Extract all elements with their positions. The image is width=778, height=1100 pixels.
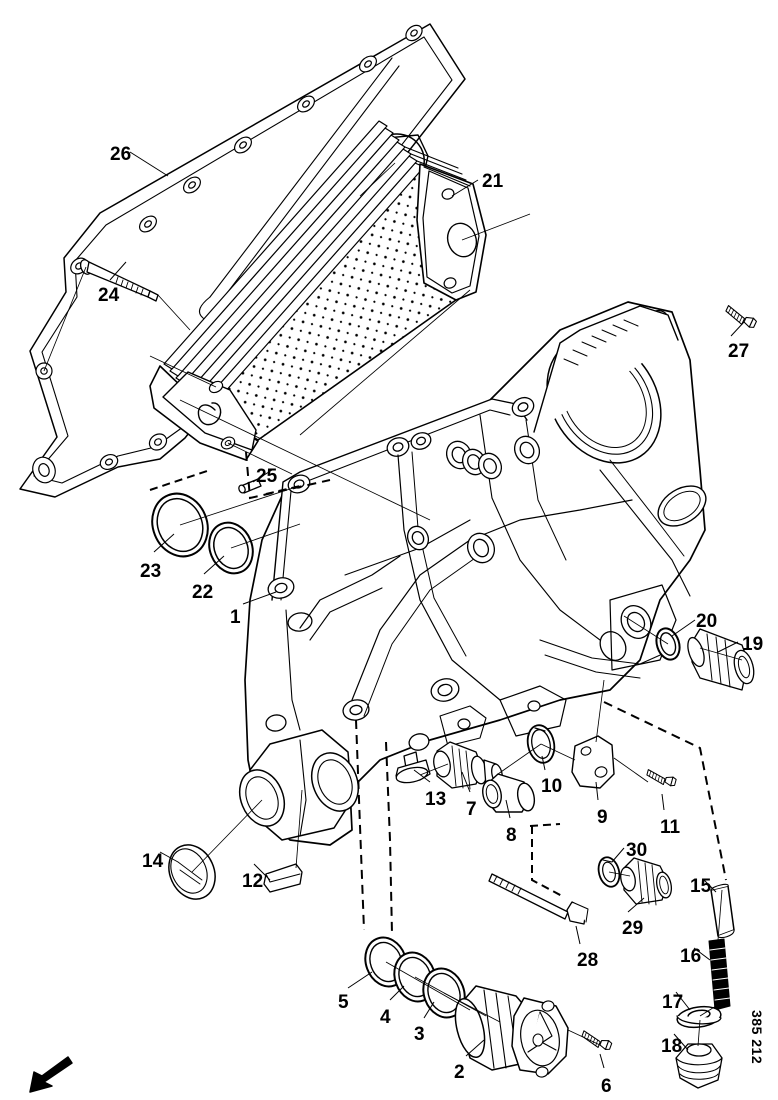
- leader-lines: [109, 151, 745, 1069]
- callout-30: 30: [626, 840, 648, 861]
- callout-16: 16: [680, 946, 702, 967]
- callout-3: 3: [414, 1024, 425, 1045]
- callout-26: 26: [110, 144, 132, 165]
- part-25-dowel-pin: [238, 478, 262, 494]
- callout-10: 10: [541, 776, 563, 797]
- callout-24: 24: [98, 285, 120, 306]
- callout-9: 9: [597, 807, 608, 828]
- callout-20: 20: [696, 611, 718, 632]
- callout-19: 19: [742, 634, 764, 655]
- callout-25: 25: [256, 466, 278, 487]
- callout-13: 13: [425, 789, 447, 810]
- callout-28: 28: [577, 950, 599, 971]
- part-6-bolt: [579, 1030, 614, 1052]
- callout-7: 7: [466, 799, 477, 820]
- part-29-plug-fitting: [620, 857, 673, 906]
- part-7-valve-cartridge: [433, 741, 503, 790]
- callout-15: 15: [690, 876, 712, 897]
- orientation-arrow: [29, 1056, 73, 1093]
- callout-23: 23: [140, 561, 162, 582]
- callout-27: 27: [728, 341, 750, 362]
- part-18-drain-plug: [675, 1043, 723, 1089]
- callout-14: 14: [142, 851, 164, 872]
- part-16-spring: [708, 938, 731, 1011]
- callout-29: 29: [622, 918, 644, 939]
- callout-17: 17: [662, 992, 684, 1013]
- callout-11: 11: [660, 817, 681, 838]
- part-8-sleeve-bush: [482, 773, 536, 813]
- callout-18: 18: [661, 1036, 683, 1057]
- callout-12: 12: [242, 871, 264, 892]
- part-1-housing: [238, 301, 707, 846]
- part-15-spacer-sleeve: [710, 883, 735, 939]
- callout-6: 6: [601, 1076, 612, 1097]
- drawing-number: 385 212: [749, 1010, 765, 1065]
- callout-21: 21: [482, 171, 504, 192]
- assembly-alignment-lines: [43, 162, 743, 1047]
- part-21-heat-exchanger: [149, 120, 487, 461]
- callout-1: 1: [230, 607, 241, 628]
- callout-8: 8: [506, 825, 517, 846]
- dashed-construction-lines: [149, 451, 727, 935]
- part-17-washer: [676, 1005, 722, 1029]
- part-24-stud-bolt: [79, 259, 159, 302]
- callout-4: 4: [380, 1007, 391, 1028]
- part-28-long-bolt: [488, 873, 589, 925]
- part-12-key-block: [263, 863, 303, 893]
- callout-22: 22: [192, 582, 214, 603]
- part-9-cover-plate: [571, 735, 615, 789]
- part-13-plunger: [395, 751, 431, 784]
- callout-5: 5: [338, 992, 349, 1013]
- callout-2: 2: [454, 1062, 465, 1083]
- part-11-bolt: [645, 769, 678, 788]
- part-2-thermostat-insert: [454, 985, 569, 1078]
